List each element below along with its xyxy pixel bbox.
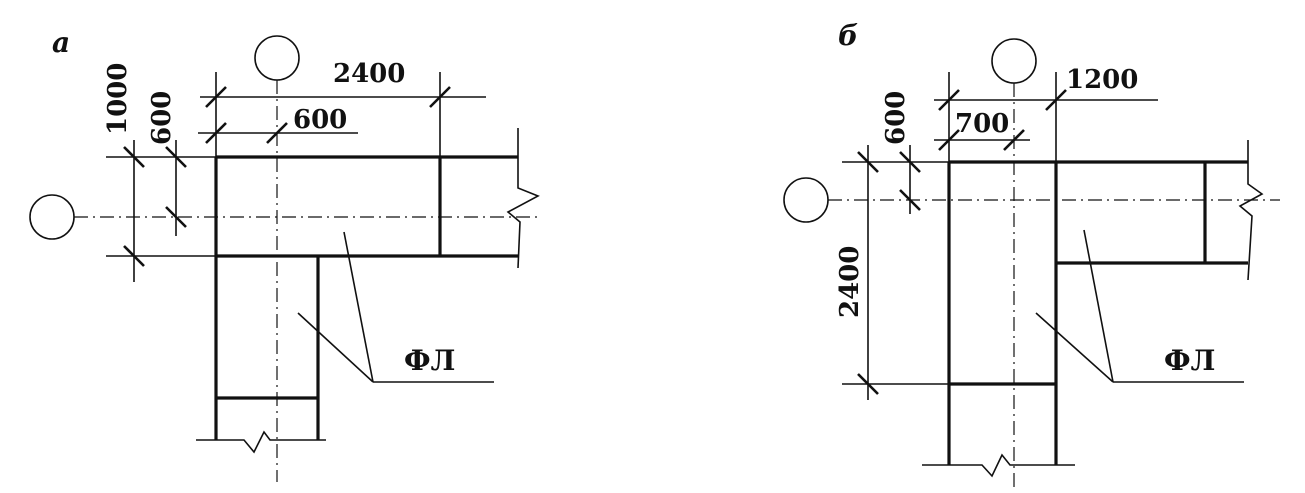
break-line xyxy=(922,453,1075,478)
dim-left-inner: 600 xyxy=(147,91,177,145)
diagram-b-label: б xyxy=(838,19,858,52)
break-line xyxy=(1238,140,1264,281)
axis-bubble-vertical xyxy=(254,35,300,81)
break-line xyxy=(506,128,540,269)
diagram-b: б xyxy=(783,19,1280,488)
horizontal-footing xyxy=(214,128,540,269)
dim-top-overall: 2400 xyxy=(333,59,405,89)
dim-left-overall: 2400 xyxy=(835,246,865,318)
dim-left-inner: 600 xyxy=(881,91,911,145)
callout-fl: ФЛ xyxy=(1035,229,1244,383)
dim-top-right: 1200 xyxy=(1066,65,1138,95)
axis-bubble-horizontal xyxy=(29,194,75,240)
left-dimensions: 600 2400 xyxy=(835,91,949,400)
dim-top-inner: 700 xyxy=(955,109,1009,139)
diagram-a: а xyxy=(29,26,540,482)
axis-bubble-vertical xyxy=(991,38,1037,84)
break-line xyxy=(196,430,326,454)
top-dimensions: 2400 600 xyxy=(198,59,486,157)
callout-label: ФЛ xyxy=(1164,344,1215,377)
left-dimensions: 1000 600 xyxy=(103,63,216,282)
dim-left-overall: 1000 xyxy=(103,63,133,135)
callout-label: ФЛ xyxy=(404,344,455,377)
axis-bubble-horizontal xyxy=(783,177,829,223)
vertical-footing xyxy=(196,256,326,454)
diagram-a-label: а xyxy=(52,26,70,59)
dim-top-inner: 600 xyxy=(293,105,347,135)
horizontal-footing xyxy=(1056,140,1264,281)
vertical-footing xyxy=(922,160,1075,478)
top-dimensions: 1200 700 xyxy=(934,65,1158,162)
callout-fl: ФЛ xyxy=(297,231,494,383)
